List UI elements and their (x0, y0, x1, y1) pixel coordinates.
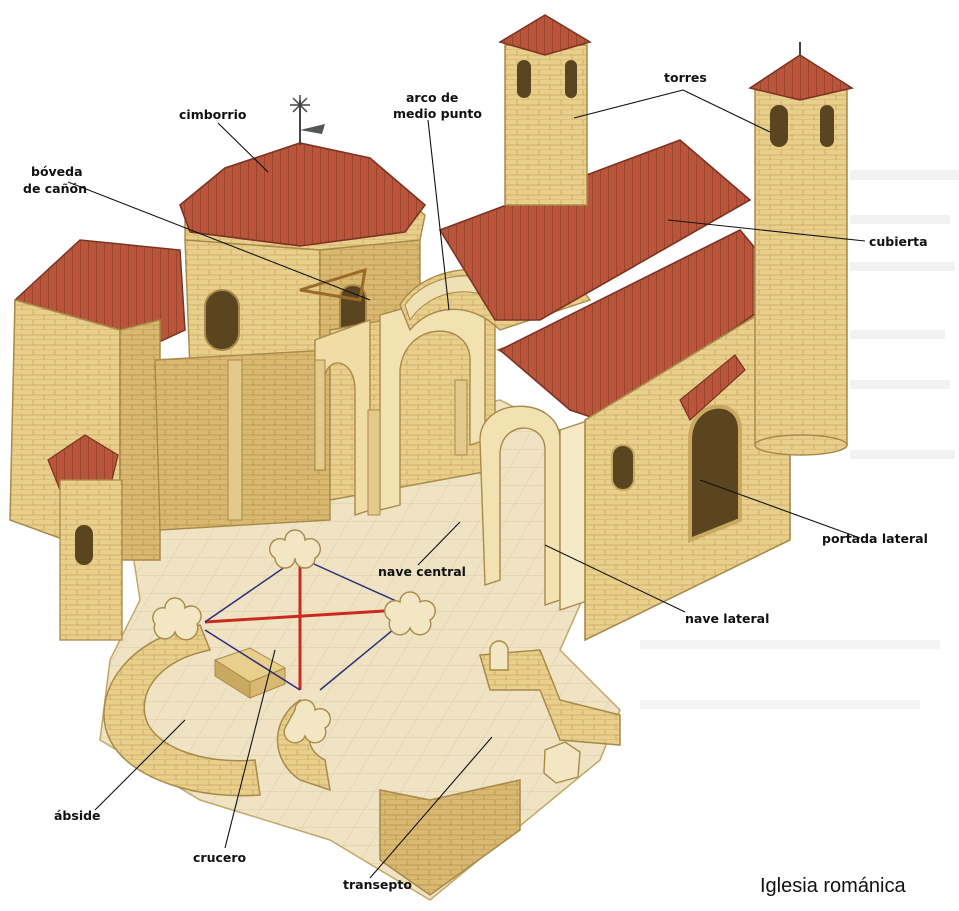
left-wing (9, 239, 186, 641)
right-nave (438, 139, 792, 642)
background-text (640, 170, 959, 709)
label-arco-line2: medio punto (393, 106, 482, 121)
label-crucero: crucero (193, 850, 247, 865)
label-boveda-line1: bóveda (31, 164, 83, 179)
tower-left (498, 14, 592, 206)
apse-wall (103, 624, 621, 896)
labels: cimborrio arco de medio punto torres bóv… (23, 70, 928, 897)
label-boveda-line2: de cañón (23, 181, 87, 196)
label-cubierta: cubierta (869, 234, 928, 249)
pillar-bases (152, 529, 581, 784)
label-transepto: transepto (343, 877, 412, 892)
label-arco-line1: arco de (406, 90, 458, 105)
label-nave-lateral: nave lateral (685, 611, 769, 626)
label-abside: ábside (54, 808, 101, 823)
label-torres: torres (664, 70, 707, 85)
label-portada-lateral: portada lateral (822, 531, 928, 546)
leader-lines (67, 89, 866, 879)
figure-title: Iglesia románica (760, 875, 907, 897)
crossing-axes (204, 559, 406, 691)
label-cimborrio: cimborrio (179, 107, 247, 122)
label-nave-central: nave central (378, 564, 466, 579)
tower-right (748, 42, 854, 456)
